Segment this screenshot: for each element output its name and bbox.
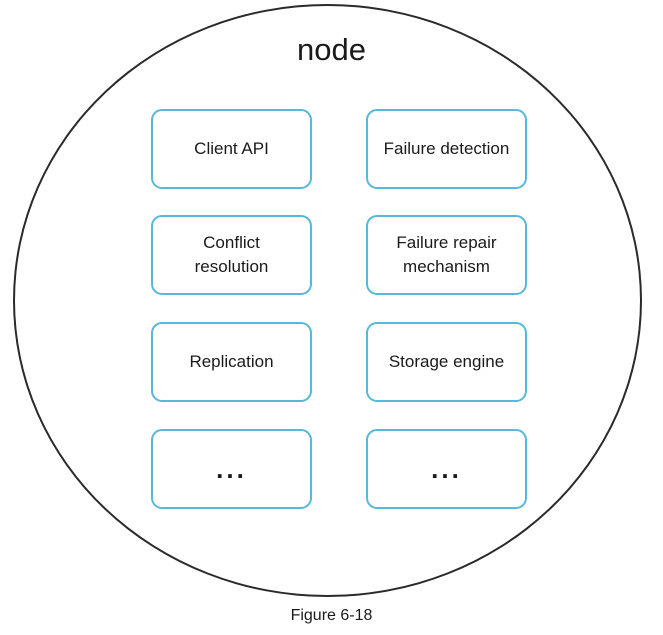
component-more-left: ... xyxy=(151,429,312,509)
node-title: node xyxy=(297,32,366,67)
node-circle xyxy=(13,4,642,597)
figure-caption: Figure 6-18 xyxy=(290,607,373,624)
component-conflict-resolution: Conflict resolution xyxy=(151,215,312,295)
component-client-api: Client API xyxy=(151,109,312,189)
component-more-right: ... xyxy=(366,429,527,509)
component-storage-engine: Storage engine xyxy=(366,322,527,402)
component-replication: Replication xyxy=(151,322,312,402)
component-failure-detection: Failure detection xyxy=(366,109,527,189)
component-failure-repair-mechanism: Failure repair mechanism xyxy=(366,215,527,295)
